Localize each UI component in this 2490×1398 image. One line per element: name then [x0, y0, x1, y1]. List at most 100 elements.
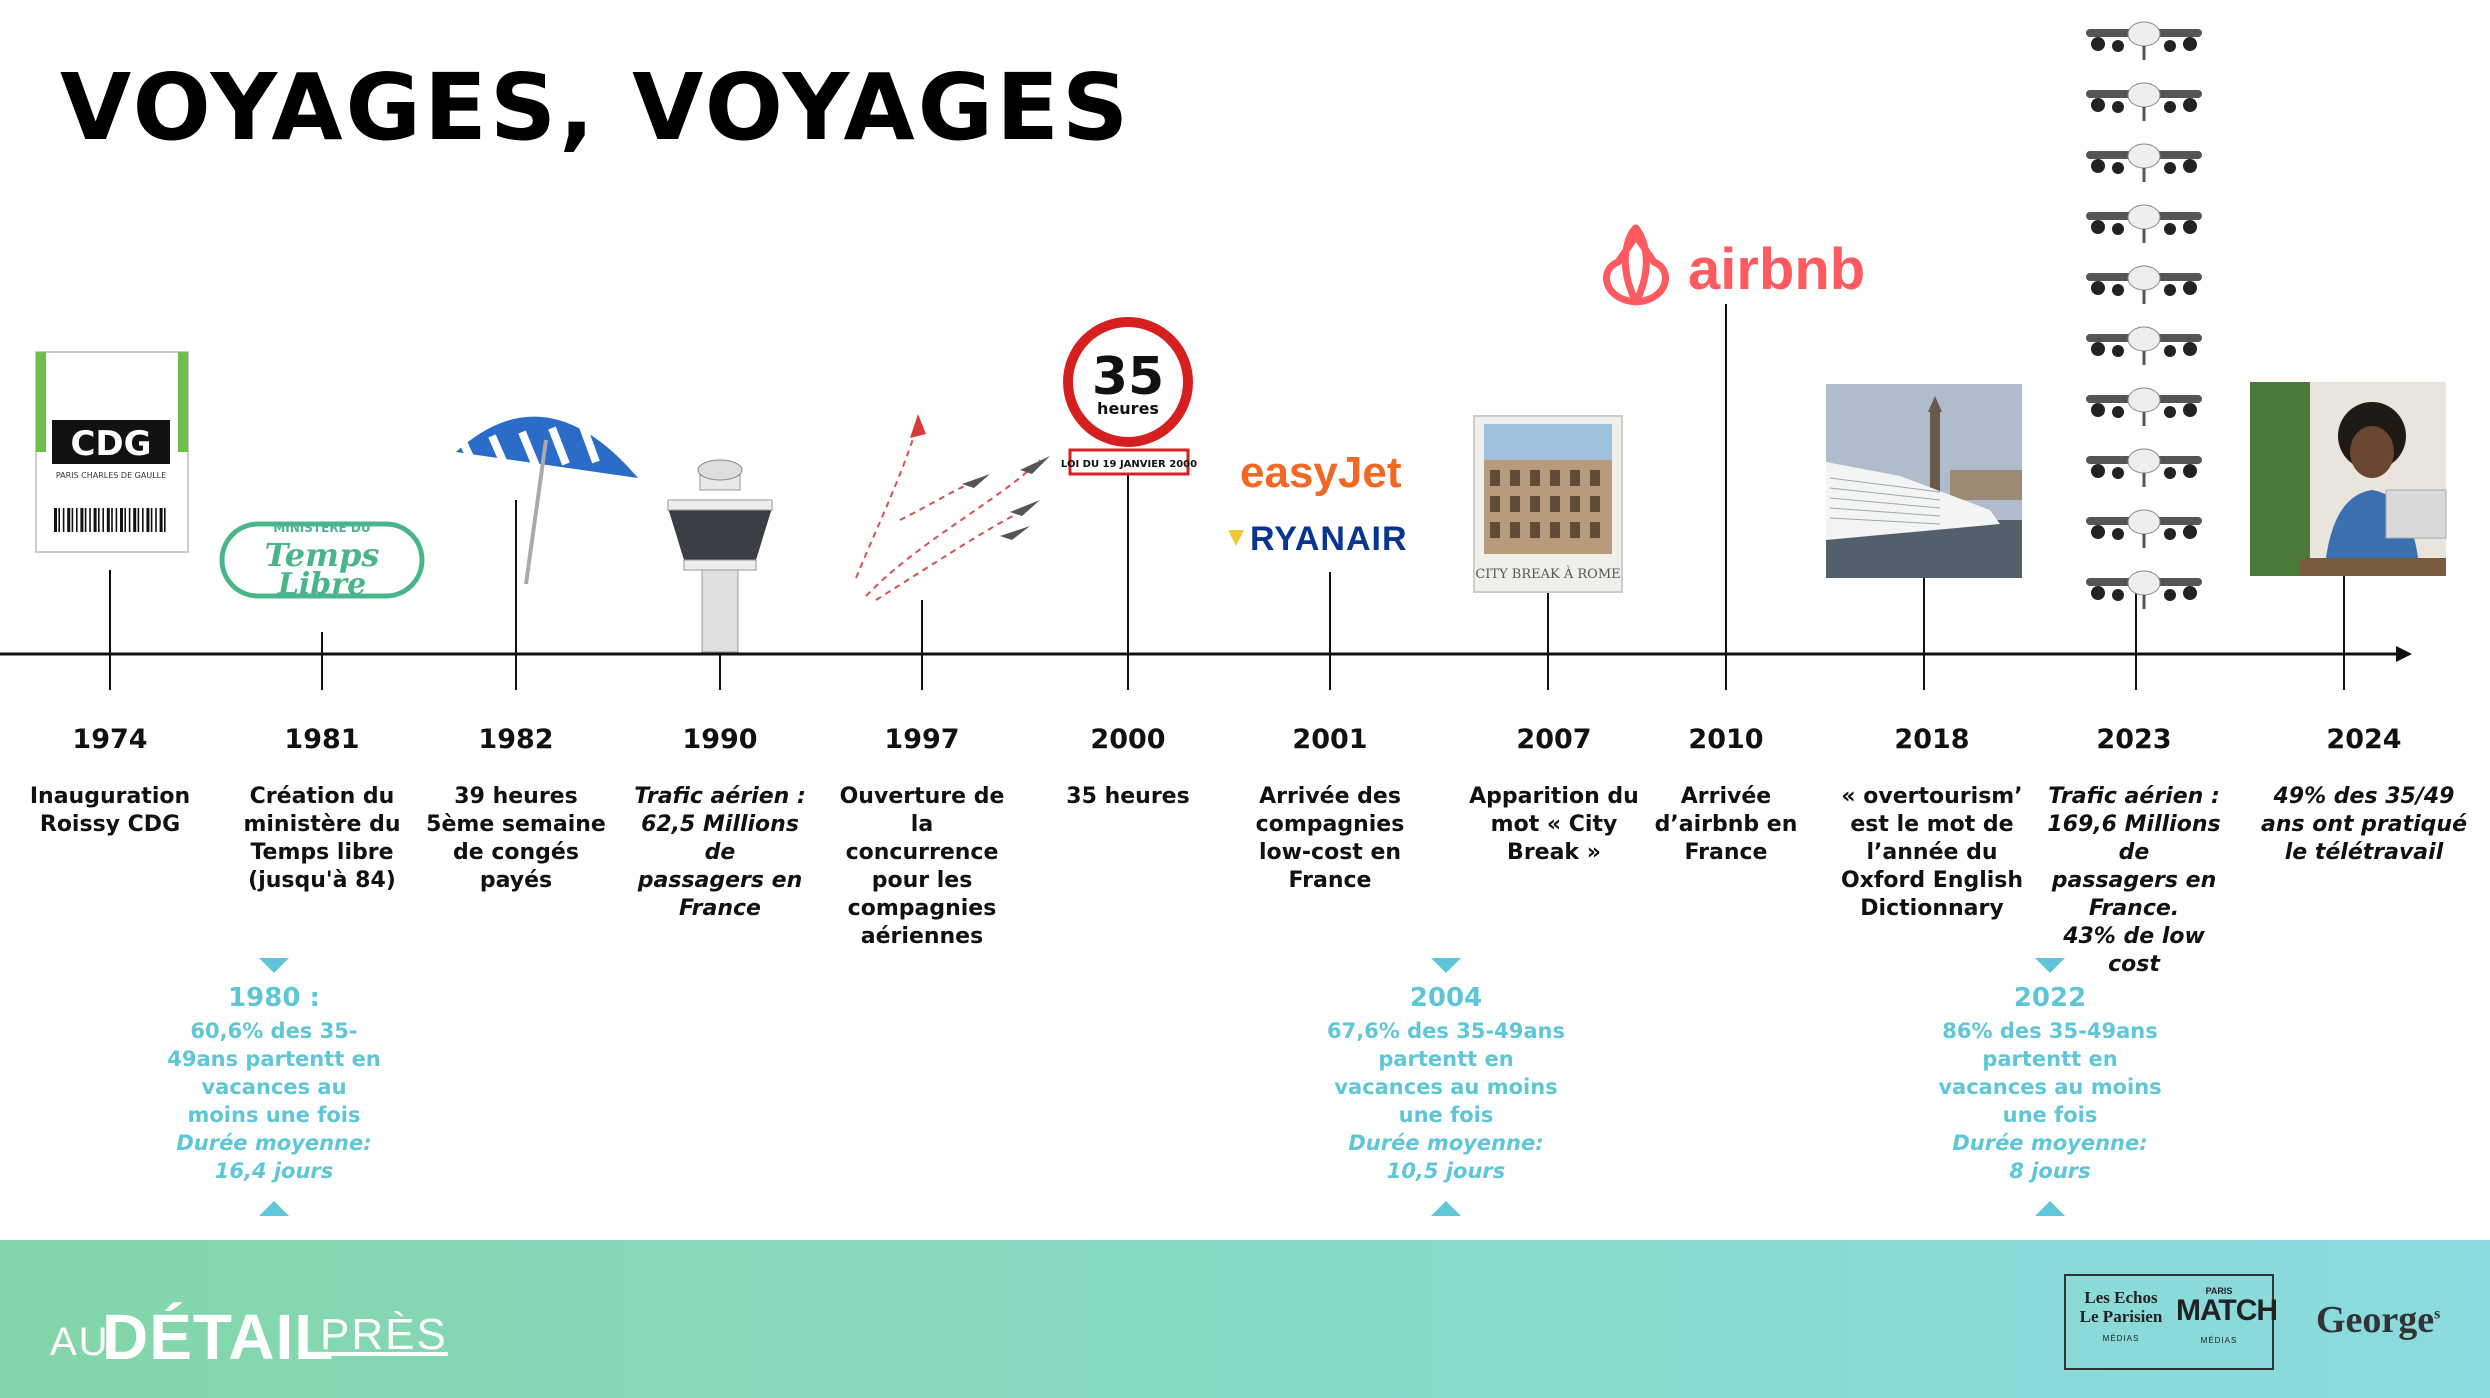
cruise-ship-venice-photo	[1826, 384, 2022, 578]
airplane-engine	[2164, 589, 2176, 601]
colosseum-arch	[1510, 522, 1520, 538]
partner-les-echos: Les Echos	[2084, 1288, 2158, 1307]
sign-plate	[1068, 448, 1190, 476]
partner-le-parisien: Le Parisien	[2079, 1307, 2163, 1326]
timeline-year: 1990	[682, 724, 758, 755]
plane-path	[865, 459, 1041, 597]
stat-text-line: une fois	[2002, 1103, 2098, 1127]
airplane-engine	[2091, 342, 2105, 356]
timeline-description-line: est le mot de	[1850, 812, 2014, 837]
colosseum-arch	[1570, 496, 1580, 512]
colosseum-arch	[1510, 496, 1520, 512]
airplane-engine	[2183, 37, 2197, 51]
stat-year: 2004	[1409, 983, 1483, 1013]
tower-dome	[697, 459, 743, 481]
stat-duration-line: Durée moyenne:	[1952, 1131, 2148, 1155]
timeline-description-line: payés	[479, 868, 553, 893]
airplane-engine	[2112, 345, 2124, 357]
airplane-icon	[2086, 326, 2202, 365]
barcode-bar	[150, 508, 153, 532]
timeline-description-line: de congés	[453, 840, 579, 865]
colosseum-arch	[1590, 522, 1600, 538]
stat-text-line: 67,6% des 35-49ans	[1326, 1019, 1566, 1043]
barcode-bar	[106, 508, 110, 532]
barcode-bar	[120, 508, 123, 532]
airplane-icon	[2086, 143, 2202, 182]
airplane-engine	[2164, 40, 2176, 52]
colosseum-arch	[1590, 470, 1600, 486]
airplane-fuselage	[2127, 448, 2161, 474]
stat-text-line: 49ans partentt en	[167, 1047, 381, 1071]
timeline-description-line: France	[1288, 868, 1372, 893]
paris-match-logo: PARIS MATCH MÉDIAS	[2176, 1286, 2278, 1345]
timeline-description-line: passagers en	[2051, 868, 2217, 893]
sign-circle	[1063, 317, 1193, 447]
barcode-bar	[89, 508, 91, 532]
triangle-up-icon	[2035, 1201, 2065, 1216]
barcode-bar	[146, 508, 150, 532]
triangle-down-icon	[259, 958, 289, 973]
polaroid-sky	[1484, 424, 1612, 460]
airplane-engine	[2091, 159, 2105, 173]
airplane-engine	[2112, 162, 2124, 174]
campanile	[1930, 412, 1940, 492]
airplane-engine	[2091, 220, 2105, 234]
colosseum-arch	[1510, 470, 1520, 486]
timeline-year: 2007	[1516, 724, 1592, 755]
stat-text-line: une fois	[1398, 1103, 1494, 1127]
airplane-fuselage	[2127, 21, 2161, 47]
triangle-up-icon	[259, 1201, 289, 1216]
airplane-engine	[2183, 525, 2197, 539]
parasol-stripe	[548, 426, 570, 466]
colosseum-arch	[1490, 522, 1500, 538]
timeline-description-line: pour les	[871, 868, 973, 893]
airplane-engine	[2183, 159, 2197, 173]
timeline-description-line: passagers en	[637, 868, 803, 893]
partner2-medias: MÉDIAS	[2200, 1336, 2238, 1345]
airplane-fuselage	[2127, 143, 2161, 169]
airplane-engine	[2112, 406, 2124, 418]
laptop-screen	[2385, 489, 2447, 539]
colosseum-arch	[1530, 470, 1540, 486]
timeline-description-line: ans ont pratiqué	[2260, 812, 2468, 837]
barcode-bar	[58, 508, 60, 532]
airplane-engine	[2112, 467, 2124, 479]
stat-duration-line: Durée moyenne:	[176, 1131, 372, 1155]
colosseum-arch	[1490, 496, 1500, 512]
ryanair-harp-icon	[1228, 530, 1244, 546]
stat-text-line: vacances au moins	[1334, 1075, 1558, 1099]
colosseum-arch	[1570, 522, 1580, 538]
barcode-bar	[124, 508, 126, 532]
parasol-icon	[456, 416, 638, 585]
colosseum-arch	[1550, 522, 1560, 538]
george-text: George	[2316, 1299, 2435, 1341]
timeline-year: 1997	[884, 724, 960, 755]
parasol-stripe	[578, 422, 600, 464]
plane-path	[855, 423, 919, 579]
colosseum-arch	[1550, 496, 1560, 512]
timeline-description-line: aériennes	[860, 924, 984, 949]
plane-path	[875, 509, 1027, 601]
polaroid-caption: CITY BREAK À ROME	[1475, 566, 1620, 582]
temps-libre-line2: Temps	[265, 536, 380, 574]
timeline-description-line: low-cost en	[1258, 840, 1402, 865]
paper-planes-icon	[855, 414, 1050, 601]
sign-plate-text: LOI DU 19 JANVIER 2000	[1061, 459, 1197, 470]
airplane-engine	[2112, 284, 2124, 296]
stat-text-line: 60,6% des 35-	[190, 1019, 358, 1043]
barcode-bar	[142, 508, 144, 532]
timeline-description-line: Trafic aérien :	[2048, 784, 2220, 809]
barcode-bar	[155, 508, 157, 532]
stat-text-line: partentt en	[1378, 1047, 1514, 1071]
barcode-bar	[115, 508, 118, 532]
